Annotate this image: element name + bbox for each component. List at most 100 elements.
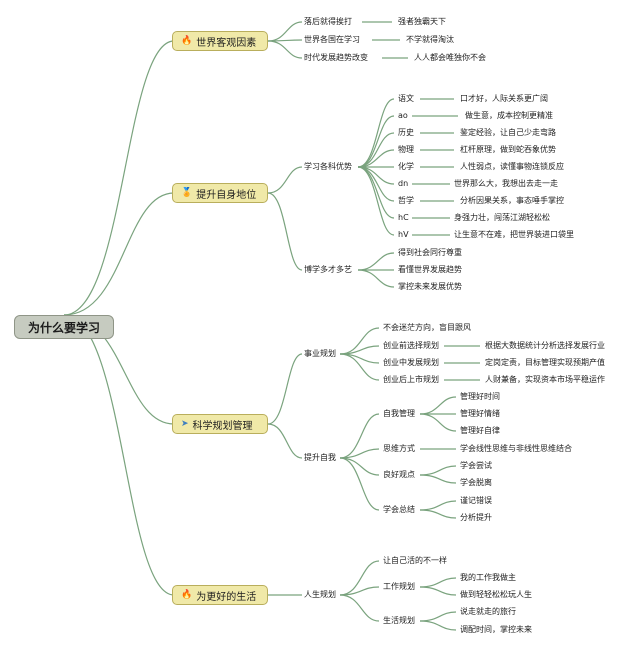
self-sub-item[interactable]: 分析提升	[460, 513, 492, 522]
world-item[interactable]: 世界各国在学习	[304, 35, 360, 44]
self-sub-item[interactable]: 学会尝试	[460, 461, 492, 470]
self-sub-item[interactable]: 谨记错误	[460, 496, 492, 505]
connector-curve	[339, 457, 380, 511]
subject-detail: 人性弱点，读懂事物连锁反应	[460, 162, 564, 171]
group-self-improvement[interactable]: 提升自我	[304, 453, 336, 462]
connector-curve	[419, 396, 457, 415]
world-item-detail: 强者独霸天下	[398, 17, 446, 26]
subject-detail: 世界那么大，我想出去走一走	[454, 179, 558, 188]
life-item[interactable]: 让自己活的不一样	[383, 556, 447, 565]
connector-curve	[63, 40, 175, 316]
life-sub-item[interactable]: 调配时间，掌控未来	[460, 625, 532, 634]
connector-curve	[419, 474, 457, 484]
subject-detail: 让生意不在难，把世界装进口袋里	[454, 230, 574, 239]
career-detail: 定岗定责，目标管理实现预期产值	[485, 358, 605, 367]
category-world-factors[interactable]: 🔥 世界客观因素	[172, 31, 268, 51]
subject-detail: 鉴定经验，让自己少走弯路	[460, 128, 556, 137]
connector-curve	[267, 21, 303, 42]
subject-item[interactable]: 哲学	[398, 196, 414, 205]
group-subject-advantages[interactable]: 学习各科优势	[304, 162, 352, 171]
paper-plane-icon: ➤	[181, 418, 189, 429]
self-sub-item[interactable]: 管理好情绪	[460, 409, 500, 418]
subject-item[interactable]: dn	[398, 179, 409, 188]
connector-curve	[357, 166, 395, 236]
life-item[interactable]: 工作规划	[383, 582, 415, 591]
self-item[interactable]: 学会总结	[383, 505, 415, 514]
connector-curve	[419, 500, 457, 511]
career-item[interactable]: 不会迷茫方向，盲目跟风	[383, 323, 471, 332]
connector-curve	[339, 594, 380, 622]
connector-curve	[267, 166, 303, 194]
broad-item[interactable]: 看懂世界发展趋势	[398, 265, 462, 274]
world-item[interactable]: 落后就得挨打	[304, 17, 352, 26]
fire-blue-icon: 🔥	[181, 35, 193, 46]
subject-detail: 身强力壮，闯荡江湖轻松松	[454, 213, 550, 222]
subject-detail: 做生意，成本控制更精准	[465, 111, 553, 120]
subject-item[interactable]: hV	[398, 230, 409, 239]
career-detail: 人财兼备，实现资本市场平稳运作	[485, 375, 605, 384]
life-sub-item[interactable]: 做到轻轻松松玩人生	[460, 590, 532, 599]
subject-item[interactable]: 物理	[398, 145, 414, 154]
root-node[interactable]: 为什么要学习	[14, 315, 114, 339]
fire-red-icon: 🔥	[181, 589, 193, 600]
self-item[interactable]: 自我管理	[383, 409, 415, 418]
connector-curve	[339, 560, 380, 596]
connector-curve	[419, 611, 457, 622]
subject-detail: 杠杆原理，做到蛇吞象优势	[460, 145, 556, 154]
life-sub-item[interactable]: 我的工作我做主	[460, 573, 516, 582]
medal-icon: 🏅	[181, 187, 193, 198]
connector-curve	[419, 509, 457, 519]
career-item[interactable]: 创业后上市规划	[383, 375, 439, 384]
subject-item[interactable]: ao	[398, 111, 408, 120]
life-sub-item[interactable]: 说走就走的旅行	[460, 607, 516, 616]
broad-item[interactable]: 掌控未来发展优势	[398, 282, 462, 291]
world-item-detail: 人人都会唯独你不会	[414, 53, 486, 62]
subject-detail: 口才好，人际关系更广阔	[460, 94, 548, 103]
self-sub-item[interactable]: 学会脱离	[460, 478, 492, 487]
subject-item[interactable]: hC	[398, 213, 409, 222]
connector-curve	[267, 40, 303, 59]
group-career-plan[interactable]: 事业规划	[304, 349, 336, 358]
life-item[interactable]: 生活规划	[383, 616, 415, 625]
connector-curve	[339, 413, 380, 459]
category-planning[interactable]: ➤ 科学规划管理	[172, 414, 268, 434]
subject-item[interactable]: 历史	[398, 128, 414, 137]
connector-curve	[357, 98, 395, 168]
connector-curve	[63, 314, 175, 596]
category-label: 为更好的生活	[196, 591, 257, 603]
connector-curve	[63, 192, 175, 316]
connector-curve	[339, 457, 380, 476]
self-item[interactable]: 思维方式	[383, 444, 415, 453]
category-label: 提升自身地位	[196, 189, 257, 201]
connector-curve	[357, 252, 395, 271]
career-detail: 根据大数据统计分析选择发展行业	[485, 341, 605, 350]
connector-curve	[419, 577, 457, 588]
category-label: 世界客观因素	[196, 37, 257, 49]
category-label: 科学规划管理	[192, 420, 253, 432]
connector-curve	[357, 269, 395, 288]
career-item[interactable]: 创业中发展规划	[383, 358, 439, 367]
career-item[interactable]: 创业前选择规划	[383, 341, 439, 350]
self-sub-item[interactable]: 管理好时间	[460, 392, 500, 401]
world-item[interactable]: 时代发展趋势改变	[304, 53, 368, 62]
subject-detail: 分析因果关系，事态唾手掌控	[460, 196, 564, 205]
connector-curve	[267, 423, 303, 459]
world-item-detail: 不学就得淘汰	[406, 35, 454, 44]
subject-item[interactable]: 语文	[398, 94, 414, 103]
connector-curve	[339, 586, 380, 596]
connector-curve	[419, 465, 457, 476]
group-life-plan[interactable]: 人生规划	[304, 590, 336, 599]
self-sub-item[interactable]: 管理好自律	[460, 426, 500, 435]
broad-item[interactable]: 得到社会同行尊重	[398, 248, 462, 257]
connector-curve	[419, 620, 457, 631]
self-item[interactable]: 良好观点	[383, 470, 415, 479]
category-better-life[interactable]: 🔥 为更好的生活	[172, 585, 268, 605]
self-item-detail: 学会线性思维与非线性思维结合	[460, 444, 572, 453]
connector-curve	[419, 586, 457, 596]
group-broad-learning[interactable]: 博学多才多艺	[304, 265, 352, 274]
category-raise-status[interactable]: 🏅 提升自身地位	[172, 183, 268, 203]
subject-item[interactable]: 化学	[398, 162, 414, 171]
connector-curve	[267, 353, 303, 425]
